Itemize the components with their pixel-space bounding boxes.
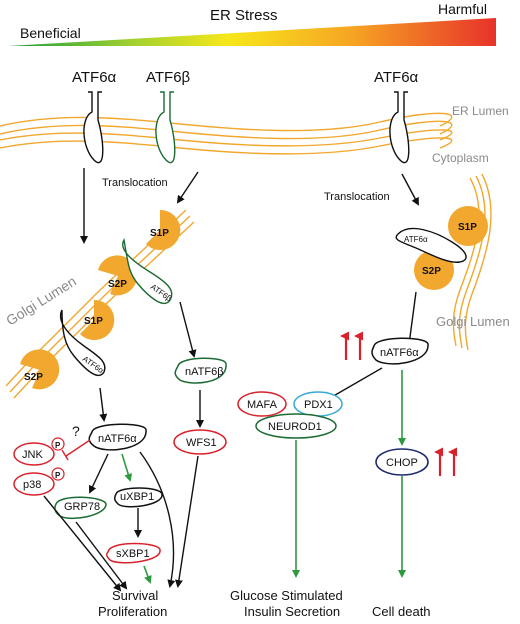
arrow-natf6a-to-survival — [139, 451, 176, 588]
protease-s1p-left-1: S1P — [146, 209, 181, 250]
outcome-proliferation: Proliferation — [98, 604, 167, 619]
s2p-label-1: S2P — [108, 279, 127, 290]
jnk-phospho: P — [55, 441, 61, 450]
node-p38: p38 P — [13, 467, 65, 496]
golgi-membrane-right — [452, 173, 492, 351]
outcome-glucose: Glucose Stimulated — [230, 588, 343, 603]
pdx1-label: PDX1 — [304, 399, 333, 411]
outcome-cell-death: Cell death — [372, 604, 431, 619]
node-jnk: JNK P — [13, 437, 65, 466]
uxbp1-label: uXBP1 — [120, 491, 154, 503]
node-neurod1: NEUROD1 — [255, 413, 337, 439]
natf6b-label: nATF6β — [185, 366, 224, 378]
neurod1-label: NEUROD1 — [268, 421, 322, 433]
arrow-wfs1-to-survival — [174, 455, 199, 588]
arrow-p38-to-survival — [43, 495, 122, 592]
node-natf6b: nATF6β — [174, 357, 227, 384]
chop-label: CHOP — [386, 457, 418, 469]
er-membrane — [0, 112, 453, 155]
p38-label: p38 — [23, 479, 41, 491]
atf6a-golgi-right-shape — [395, 227, 467, 263]
p38-phospho: P — [55, 471, 61, 480]
atf6b-shape — [155, 91, 176, 164]
node-uxbp1: uXBP1 — [113, 487, 163, 508]
label-translocation-right: Translocation — [324, 191, 390, 203]
arrow-natf6a-to-grp78 — [88, 453, 109, 494]
label-translocation-left: Translocation — [102, 177, 168, 189]
atf6a-golgi-left-shape — [59, 309, 106, 377]
natf6a-right-label: nATF6α — [380, 347, 419, 359]
arrow-atf6a-right-to-golgi — [401, 173, 419, 206]
label-golgi-lumen-right: Golgi Lumen — [436, 314, 510, 329]
label-harmful: Harmful — [438, 1, 487, 17]
question-mark: ? — [72, 423, 80, 439]
label-atf6a-right: ATF6α — [374, 69, 419, 86]
sxbp1-label: sXBP1 — [116, 548, 150, 560]
node-mafa: MAFA — [237, 391, 287, 417]
node-sxbp1: sXBP1 — [105, 542, 161, 564]
arrow-natf6a-to-uxbp1-green — [121, 453, 133, 482]
red-up-arrows-chop — [434, 447, 457, 476]
arrow-sxbp1-to-survival — [143, 565, 152, 584]
label-atf6b: ATF6β — [146, 69, 191, 86]
arrow-golgi-to-natf6b — [179, 301, 197, 358]
arrow-golgi-to-natf6a-left — [99, 387, 108, 422]
outcome-survival: Survival — [112, 588, 158, 603]
atf6b-golgi-shape — [122, 238, 173, 305]
node-wfs1: WFS1 — [173, 429, 227, 455]
label-cytoplasm: Cytoplasm — [432, 151, 489, 165]
node-natf6a-right: nATF6α — [371, 337, 429, 365]
jnk-label: JNK — [22, 449, 43, 461]
s2p-label-2: S2P — [24, 372, 43, 383]
protease-s1p-left-2: S1P — [80, 299, 115, 340]
s1p-right-label: S1P — [458, 222, 477, 233]
arrow-grp78-to-survival — [75, 521, 128, 590]
atf6a-right-shape — [389, 91, 410, 164]
protease-s2p-left-1: S2P — [98, 255, 138, 296]
protease-s1p-right: S1P — [448, 206, 488, 246]
node-natf6a-left: nATF6α — [88, 423, 147, 451]
inhibit-jnk-p38 — [61, 439, 91, 461]
red-up-arrows-natf6a — [340, 331, 363, 360]
s2p-right-label: S2P — [422, 266, 441, 277]
atf6a-golgi-right-label: ATF6α — [404, 235, 428, 244]
grp78-label: GRP78 — [64, 501, 100, 513]
label-golgi-lumen-left: Golgi Lumen — [3, 273, 79, 329]
node-pdx1: PDX1 — [293, 391, 343, 417]
label-beneficial: Beneficial — [20, 25, 81, 41]
label-er-stress: ER Stress — [210, 7, 278, 24]
mafa-label: MAFA — [247, 399, 278, 411]
label-atf6a-left: ATF6α — [72, 69, 117, 86]
label-er-lumen: ER Lumen — [452, 104, 509, 118]
outcome-insulin: Insulin Secretion — [244, 604, 340, 619]
s1p-label-2: S1P — [84, 316, 103, 327]
arrow-atf6b-to-golgi — [176, 171, 199, 204]
natf6a-left-label: nATF6α — [98, 433, 137, 445]
node-grp78: GRP78 — [54, 496, 107, 520]
er-stress-gradient — [8, 18, 496, 46]
node-chop: CHOP — [375, 448, 429, 476]
protease-s2p-left-2: S2P — [20, 349, 60, 390]
s1p-label-1: S1P — [150, 228, 169, 239]
atf6a-left-shape — [83, 91, 104, 164]
wfs1-label: WFS1 — [186, 437, 217, 449]
